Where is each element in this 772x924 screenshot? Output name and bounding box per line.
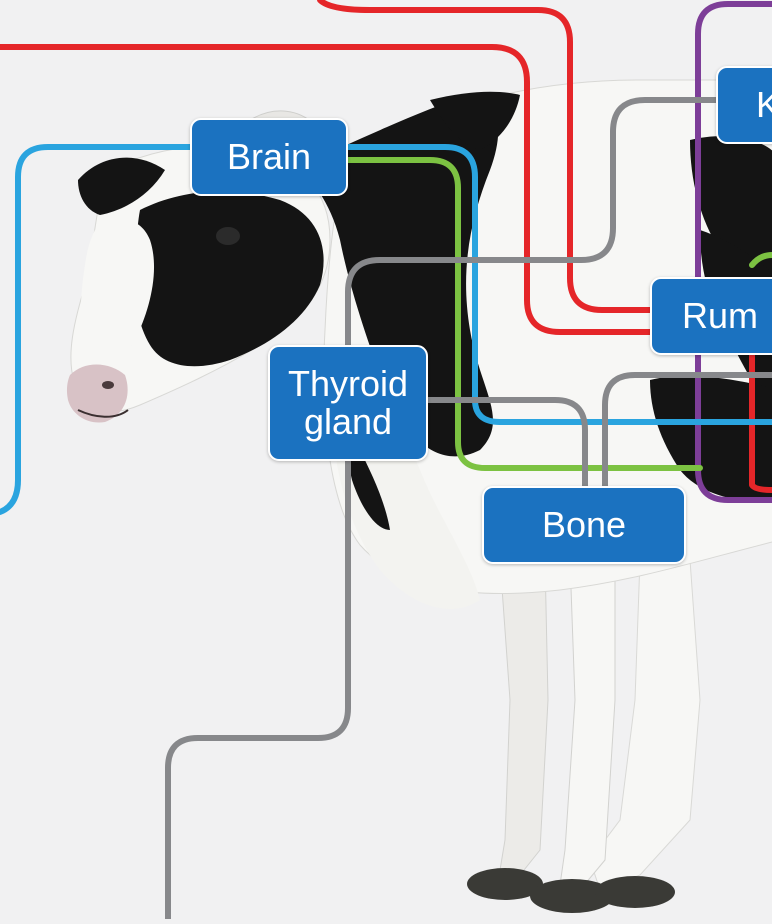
brain-label: Brain	[190, 118, 348, 196]
connector-line-gray-thyroid-down	[168, 461, 348, 919]
cow-front-leg-far	[500, 560, 548, 875]
hoof	[595, 876, 675, 908]
cow-face-patch	[133, 191, 323, 366]
bone-label: Bone	[482, 486, 686, 564]
cow-nostril	[102, 381, 114, 389]
kidney-label: K	[716, 66, 772, 144]
rumen-label: Rum	[650, 277, 772, 355]
thyroid-gland-label: Thyroid gland	[268, 345, 428, 461]
cow-muzzle	[67, 364, 128, 422]
cow-eye	[216, 227, 240, 245]
